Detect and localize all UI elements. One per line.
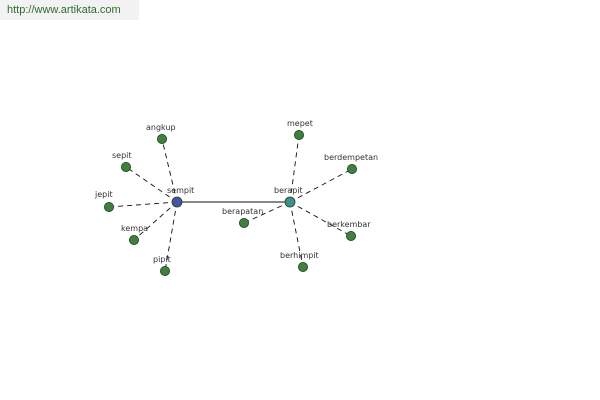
node-berapit[interactable] — [284, 196, 296, 208]
node-sempit[interactable] — [171, 196, 183, 208]
edge-berapit-berhimpit — [289, 201, 304, 268]
node-label-jepit: jepit — [94, 190, 113, 199]
edge-sempit-sepit — [125, 166, 178, 203]
edge-berapit-berkembar — [289, 201, 352, 237]
node-label-kempa: kempa — [121, 224, 148, 233]
node-berdempetan[interactable] — [346, 163, 357, 174]
node-layer — [104, 129, 357, 276]
node-label-berhimpit: berhimpit — [280, 251, 319, 260]
node-label-mepet: mepet — [287, 119, 313, 128]
node-label-sempit: sempit — [167, 186, 194, 195]
node-berapatan[interactable] — [238, 217, 249, 228]
edge-layer — [108, 134, 353, 272]
edge-sempit-jepit — [108, 201, 178, 208]
node-sepit[interactable] — [121, 161, 132, 172]
node-angkup[interactable] — [156, 133, 167, 144]
label-layer: sempit berapit angkup sepit jepit kempa pipit m… — [94, 119, 378, 264]
node-jepit[interactable] — [104, 201, 115, 212]
node-label-berapit: berapit — [274, 186, 303, 195]
node-kempa[interactable] — [128, 234, 139, 245]
node-pipit[interactable] — [159, 265, 170, 276]
edge-berapit-berdempetan — [289, 168, 353, 203]
edge-sempit-pipit — [164, 201, 178, 272]
edge-sempit-kempa — [133, 201, 178, 241]
node-berhimpit[interactable] — [297, 261, 308, 272]
node-mepet[interactable] — [293, 129, 304, 140]
edge-sempit-angkup — [161, 138, 178, 203]
node-label-pipit: pipit — [153, 255, 171, 264]
source-link[interactable]: http://www.artikata.com — [0, 0, 139, 20]
node-label-angkup: angkup — [146, 123, 176, 132]
node-label-berkembar: berkembar — [327, 220, 371, 229]
node-berkembar[interactable] — [345, 230, 356, 241]
node-label-berdempetan: berdempetan — [324, 153, 378, 162]
edge-berapit-mepet — [289, 134, 300, 203]
node-label-sepit: sepit — [112, 151, 132, 160]
node-label-berapatan: berapatan — [222, 207, 263, 216]
